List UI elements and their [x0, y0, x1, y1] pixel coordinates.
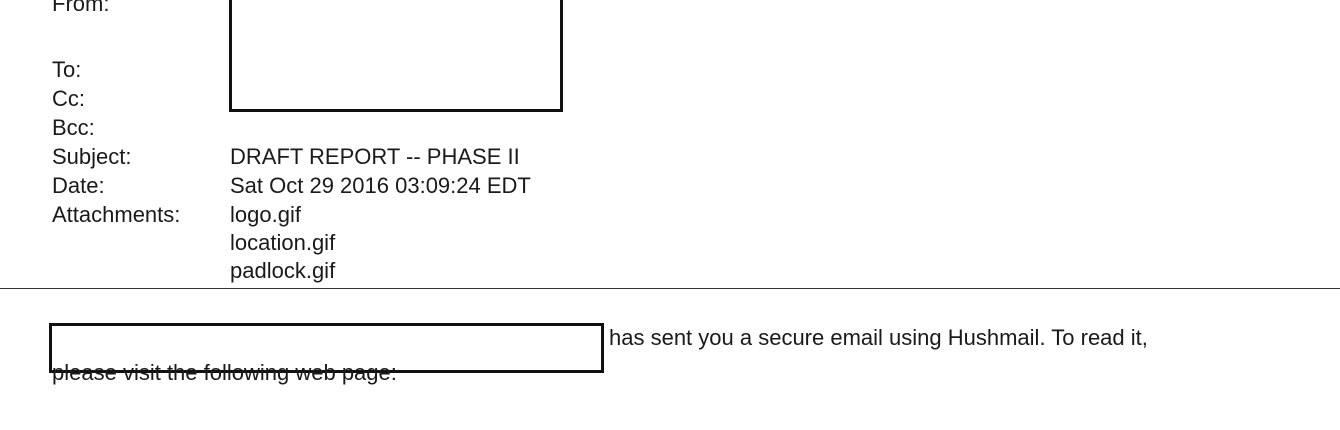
date-label: Date: [52, 173, 105, 198]
from-label: From: [52, 0, 110, 16]
date-value: Sat Oct 29 2016 03:09:24 EDT [230, 173, 531, 198]
redacted-sender-name-box [49, 323, 604, 373]
subject-value: DRAFT REPORT -- PHASE II [230, 144, 520, 169]
to-label: To: [52, 57, 82, 82]
attachment-item[interactable]: padlock.gif [230, 258, 336, 283]
cc-label: Cc: [52, 86, 85, 111]
redacted-sender-recipient-box [229, 0, 563, 112]
header-divider [0, 288, 1340, 289]
attachment-item[interactable]: logo.gif [230, 202, 301, 227]
bcc-label: Bcc: [52, 115, 95, 140]
body-line-1: has sent you a secure email using Hushma… [609, 325, 1148, 350]
attachment-item[interactable]: location.gif [230, 230, 336, 255]
body-line-2: please visit the following web page: [52, 360, 397, 385]
subject-label: Subject: [52, 144, 132, 169]
attachments-label: Attachments: [52, 202, 181, 227]
